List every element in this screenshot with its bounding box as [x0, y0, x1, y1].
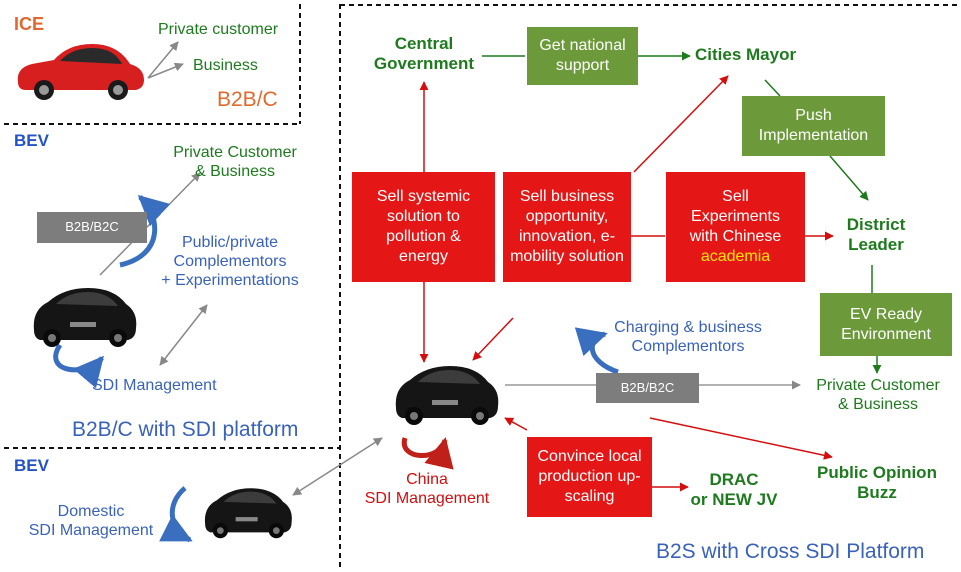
bev-complementors-label: Public/private Complementors + Experimen…: [161, 234, 299, 290]
arrow-business-mayor: [633, 75, 729, 173]
cities-mayor-label: Cities Mayor: [695, 45, 797, 64]
ev-ready-box: EV Ready Environment: [820, 293, 952, 356]
arrow-ice-private-customer: [147, 41, 179, 79]
arrow-business-car: [472, 317, 514, 361]
ice-private-customer-label: Private customer: [158, 21, 279, 38]
charging-cycle-arrow: [574, 327, 619, 375]
sell-business-box: Sell business opportunity, innovation, e…: [503, 172, 631, 282]
bev-model-label: B2B/C with SDI platform: [72, 418, 299, 441]
bev-car-image: [33, 288, 137, 347]
sell-experiments-text: Sell Experiments with Chinese: [689, 188, 782, 245]
arrow-to-public-opinion: [649, 417, 833, 460]
domestic-sdi-label: Domestic SDI Management: [28, 503, 154, 540]
arrow-ice-business: [147, 62, 184, 79]
charging-complementors-label: Charging & business Complementors: [614, 319, 762, 356]
right-b2b-box: B2B/B2C: [596, 373, 699, 403]
china-sdi-label: China SDI Management: [364, 471, 490, 508]
arrow-convince-car: [504, 417, 528, 431]
sell-experiments-box: Sell Experiments with Chinese academia: [666, 172, 805, 282]
bev-b2b-box: B2B/B2C: [37, 212, 147, 243]
academia-text: academia: [700, 248, 771, 265]
bev-customer-label: Private Customer & Business: [173, 144, 297, 181]
line-mayor-push: [764, 79, 781, 97]
bev-label: BEV: [14, 131, 49, 150]
arrow-complementors-sdi: [159, 304, 208, 366]
bev-cycle-arrow-lower: [53, 343, 104, 389]
domestic-car-image: [204, 488, 292, 539]
ice-model-label: B2B/C: [217, 88, 278, 111]
domestic-cycle-arrow: [159, 486, 193, 543]
convince-box: Convince local production up- scaling: [527, 437, 652, 517]
get-support-box: Get national support: [527, 27, 638, 85]
china-cycle-arrow: [401, 437, 454, 470]
ice-label: ICE: [14, 14, 45, 34]
drac-label: DRAC or NEW JV: [690, 470, 778, 510]
district-leader-label: District Leader: [846, 215, 906, 255]
push-implementation-box: Push Implementation: [742, 96, 885, 156]
ice-business-label: Business: [193, 57, 258, 74]
bev-sdi-label: SDI Management: [92, 377, 217, 394]
red-car-image: [17, 44, 144, 100]
right-private-customer-label: Private Customer & Business: [816, 377, 940, 414]
central-government-label: Central Government: [373, 34, 475, 74]
right-model-label: B2S with Cross SDI Platform: [656, 540, 925, 563]
arrow-domestic-china: [292, 437, 383, 496]
bev2-label: BEV: [14, 456, 49, 475]
bev-cycle-arrow-upper: [119, 194, 171, 268]
china-car-image: [395, 366, 499, 425]
arrow-push-district: [829, 155, 869, 201]
sell-systemic-box: Sell systemic solution to pollution & en…: [352, 172, 495, 282]
public-opinion-label: Public Opinion Buzz: [817, 463, 937, 503]
